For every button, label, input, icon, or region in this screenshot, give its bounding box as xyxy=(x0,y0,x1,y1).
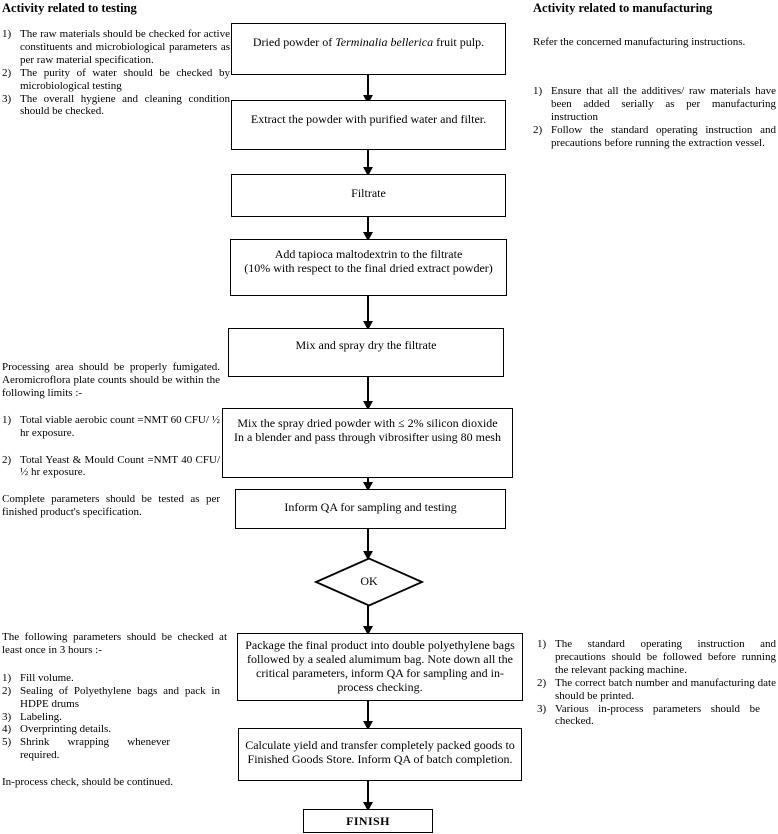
manufacturing-bottom-list: The standard operating instruction and p… xyxy=(537,638,776,728)
step-text: Package the final product into double po… xyxy=(245,638,515,694)
step-text: (10% with respect to the final dried ext… xyxy=(244,261,493,275)
decision-diamond xyxy=(314,557,424,607)
manufacturing-column-title: Activity related to manufacturing xyxy=(533,1,713,15)
step-text: Add tapioca maltodextrin to the filtrate xyxy=(274,247,463,261)
list-item: Various in-process parameters should be … xyxy=(537,702,760,728)
testing-column-bottom: The following parameters should be check… xyxy=(2,631,227,789)
list-item: Ensure that all the additives/ raw mater… xyxy=(533,84,776,123)
testing-column-middle: Processing area should be properly fumig… xyxy=(2,361,220,519)
list-item: The overall hygiene and cleaning conditi… xyxy=(2,92,230,118)
step-text: Mix the spray dried powder with ≤ 2% sil… xyxy=(237,416,498,430)
flow-arrow-down xyxy=(363,781,373,811)
step-text: Calculate yield and transfer completely … xyxy=(245,738,515,752)
inprocess-note: In-process check, should be continued. xyxy=(2,776,174,789)
list-item: The correct batch number and manufacturi… xyxy=(537,676,776,702)
flow-arrow-down xyxy=(363,478,373,491)
step-text: Extract the powder with purified water a… xyxy=(250,112,487,126)
step-text: Mix and spray dry the filtrate xyxy=(295,338,437,352)
flow-step-spray-dry: Mix and spray dry the filtrate xyxy=(228,328,504,377)
list-item: Sealing of Polyethylene bags and pack in… xyxy=(2,684,220,710)
step-text: In a blender and pass through vibrosifte… xyxy=(234,430,501,444)
refer-instructions-note: Refer the concerned manufacturing instru… xyxy=(533,36,746,48)
flow-step-maltodextrin: Add tapioca maltodextrin to the filtrate… xyxy=(230,239,507,296)
flow-arrow-down xyxy=(363,150,373,176)
manufacturing-column-bottom: The standard operating instruction and p… xyxy=(537,638,776,728)
flow-arrow-down xyxy=(363,377,373,410)
decision-label: OK xyxy=(360,573,378,588)
flow-step-extract: Extract the powder with purified water a… xyxy=(231,100,506,150)
testing-top-list: The raw materials should be checked for … xyxy=(2,28,230,118)
packing-check-intro: The following parameters should be check… xyxy=(2,631,227,656)
list-item: Total viable aerobic count =NMT 60 CFU/ … xyxy=(2,413,220,439)
flow-step-finish: FINISH xyxy=(303,809,433,833)
flow-step-silicon-dioxide: Mix the spray dried powder with ≤ 2% sil… xyxy=(222,408,513,478)
flow-step-package: Package the final product into double po… xyxy=(237,633,523,701)
list-item: The raw materials should be checked for … xyxy=(2,28,230,66)
flow-arrow-down xyxy=(363,701,373,730)
flow-step-yield: Calculate yield and transfer completely … xyxy=(238,728,522,781)
testing-column-title: Activity related to testing xyxy=(2,1,137,15)
flow-arrow-down xyxy=(363,296,373,330)
manufacturing-column-top: Activity related to manufacturing Refer … xyxy=(533,1,776,149)
manufacturing-top-list: Ensure that all the additives/ raw mater… xyxy=(533,85,776,150)
step-text: Filtrate xyxy=(351,186,386,200)
testing-column-top: Activity related to testing The raw mate… xyxy=(2,1,230,118)
species-name: Terminalia bellerica xyxy=(335,35,434,49)
flow-step-inform-qa: Inform QA for sampling and testing xyxy=(235,489,506,529)
step-text: Inform QA for sampling and testing xyxy=(284,500,457,514)
flow-arrow-down xyxy=(363,529,373,560)
packing-check-list: Fill volume. Sealing of Polyethylene bag… xyxy=(2,672,227,762)
flow-step-dried-powder: Dried powder of Terminalia bellerica fru… xyxy=(231,23,506,75)
flow-arrow-down xyxy=(363,605,373,635)
flow-arrow-down xyxy=(363,217,373,241)
list-item: Shrink wrapping whenever required. xyxy=(2,736,170,762)
list-item: Fill volume. xyxy=(2,671,74,685)
list-item: The purity of water should be checked by… xyxy=(2,66,230,92)
list-item: Overprinting details. xyxy=(2,723,112,736)
finish-label: FINISH xyxy=(346,814,390,828)
plate-count-list: Total viable aerobic count =NMT 60 CFU/ … xyxy=(2,414,220,480)
list-item: Labeling. xyxy=(2,710,62,724)
step-text: fruit pulp. xyxy=(433,35,485,49)
step-text: Dried powder of xyxy=(252,35,336,49)
flow-arrow-down xyxy=(363,75,373,104)
list-item: Follow the standard operating instructio… xyxy=(533,123,776,149)
fumigation-note: Processing area should be properly fumig… xyxy=(2,361,220,399)
flow-step-filtrate: Filtrate xyxy=(231,174,506,217)
step-text: Finished Goods Store. Inform QA of batch… xyxy=(247,752,513,766)
list-item: The standard operating instruction and p… xyxy=(537,638,776,676)
list-item: Total Yeast & Mould Count =NMT 40 CFU/ ½… xyxy=(2,453,220,479)
finished-spec-note: Complete parameters should be tested as … xyxy=(2,493,220,519)
